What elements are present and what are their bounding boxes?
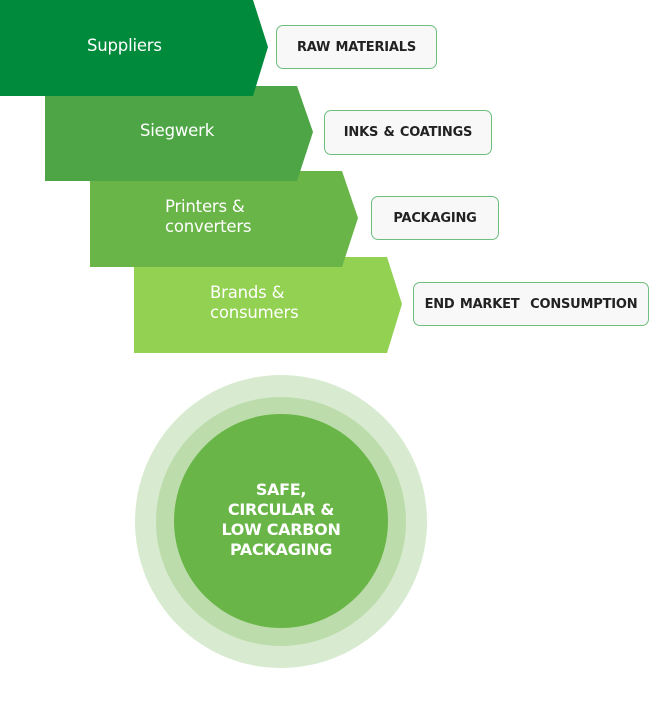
output-label: RAW MATERIALS	[296, 39, 417, 55]
stage-label-siegwerk: Siegwerk	[140, 121, 215, 140]
output-label: PACKAGING	[393, 210, 477, 226]
chevron-brands-consumers	[134, 257, 402, 353]
goal-inner-circle	[174, 414, 388, 628]
output-label: END MARKET CONSUMPTION	[424, 296, 638, 312]
stage-label-printers-converters: Printers & converters	[165, 197, 252, 236]
chevron-printers-converters	[90, 171, 358, 267]
output-label: INKS & COATINGS	[343, 125, 473, 140]
chevron-siegwerk	[45, 86, 313, 181]
output-box-packaging: PACKAGING	[371, 196, 499, 240]
output-box-inks-coatings: INKS & COATINGS	[324, 110, 492, 155]
goal-text: SAFE, CIRCULAR & LOW CARBON PACKAGING	[221, 480, 341, 559]
stage-label-brands-consumers: Brands & consumers	[210, 283, 299, 322]
chevron-suppliers	[0, 0, 268, 96]
output-box-raw-materials: RAW MATERIALS	[276, 25, 437, 69]
output-box-end-market-consumption: END MARKET CONSUMPTION	[413, 282, 649, 326]
stage-label-suppliers: Suppliers	[87, 36, 162, 55]
